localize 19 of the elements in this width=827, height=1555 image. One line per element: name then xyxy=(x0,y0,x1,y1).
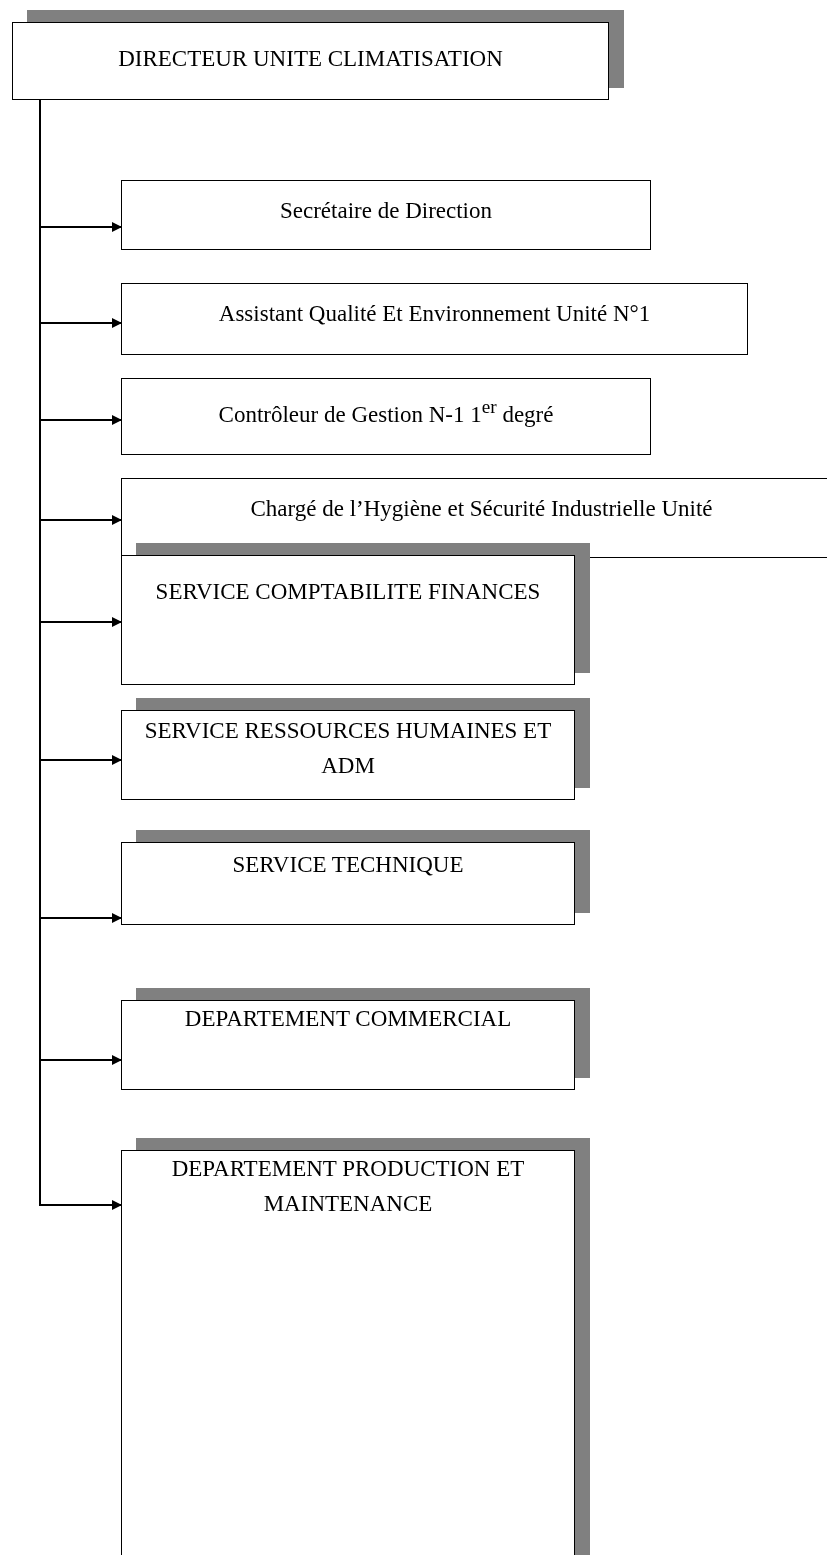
box-label: SERVICE RESSOURCES HUMAINES ET ADM xyxy=(143,717,553,780)
box-label: Assistant Qualité Et Environnement Unité N°1 xyxy=(217,300,652,328)
org-box xyxy=(121,283,748,355)
org-box xyxy=(12,22,609,100)
box-label: Secrétaire de Direction xyxy=(279,197,493,225)
box-label: Contrôleur de Gestion N-1 1$^{er}$ degré xyxy=(217,395,555,429)
org-box xyxy=(121,1000,575,1090)
box-label: SERVICE COMPTABILITE FINANCES xyxy=(154,578,542,606)
org-box xyxy=(121,555,575,685)
box-label: SERVICE TECHNIQUE xyxy=(231,851,465,879)
box-label: DEPARTEMENT PRODUCTION ET MAINTENANCE xyxy=(170,1155,526,1218)
org-box xyxy=(121,180,651,250)
box-label: DEPARTEMENT COMMERCIAL xyxy=(183,1005,513,1033)
org-box xyxy=(121,378,651,455)
box-label: Chargé de l’Hygiène et Sécurité Industrielle Unité xyxy=(249,495,714,523)
org-box xyxy=(121,1150,575,1555)
box-label: DIRECTEUR UNITE CLIMATISATION xyxy=(117,45,504,73)
org-box xyxy=(121,710,575,800)
org-box xyxy=(121,842,575,925)
